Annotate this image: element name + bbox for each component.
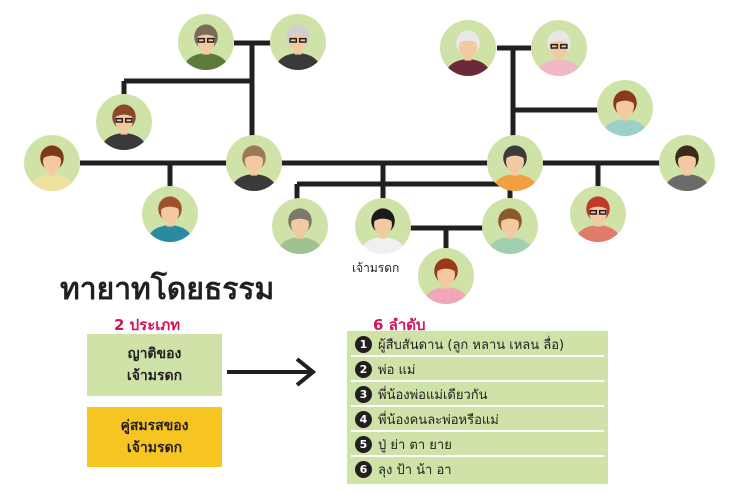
type-box-spouse: คู่สมรสของ เจ้ามรดก xyxy=(87,407,222,467)
orders-title: 6 ลำดับ xyxy=(373,316,426,334)
order-item-3: 3 พี่น้องพ่อแม่เดียวกัน xyxy=(351,383,604,407)
order-number-badge: 2 xyxy=(355,360,372,378)
type-spouse-line2: เจ้ามรดก xyxy=(126,440,183,456)
grandchild-avatar xyxy=(418,248,474,304)
order-number-badge: 6 xyxy=(355,460,372,478)
order-number-badge: 4 xyxy=(355,410,372,428)
order-item-4: 4 พี่น้องคนละพ่อหรือแม่ xyxy=(351,408,604,432)
deceased-label: เจ้ามรดก xyxy=(352,261,400,275)
deceased-heir-avatar xyxy=(355,198,411,254)
heading-legal-heirs: ทายาทโดยธรรม xyxy=(60,272,275,307)
grandmother-paternal-avatar xyxy=(270,14,326,70)
grandfather-maternal-avatar xyxy=(440,20,496,76)
order-text: พ่อ แม่ xyxy=(378,362,416,378)
type-relatives-line2: เจ้ามรดก xyxy=(126,368,183,384)
grandfather-paternal-avatar xyxy=(178,14,234,70)
grandmother-maternal-avatar xyxy=(531,20,587,76)
order-text: พี่น้องคนละพ่อหรือแม่ xyxy=(378,412,499,428)
type-relatives-line1: ญาติของ xyxy=(127,346,182,362)
order-item-5: 5 ปู่ ย่า ตา ยาย xyxy=(351,433,604,457)
mother-avatar xyxy=(487,135,543,191)
type-box-relatives: ญาติของ เจ้ามรดก xyxy=(87,334,222,396)
cousin-avatar xyxy=(142,186,198,242)
order-number-badge: 3 xyxy=(355,385,372,403)
order-text: พี่น้องพ่อแม่เดียวกัน xyxy=(378,387,488,403)
family-avatars xyxy=(24,14,715,304)
order-text: ปู่ ย่า ตา ยาย xyxy=(378,437,452,453)
order-list: 1 ผู้สืบสันดาน (ลูก หลาน เหลน ลื่อ) 2 พ่… xyxy=(347,331,608,484)
order-text: ผู้สืบสันดาน (ลูก หลาน เหลน ลื่อ) xyxy=(378,337,565,353)
order-item-2: 2 พ่อ แม่ xyxy=(351,358,604,382)
sibling-avatar xyxy=(272,198,328,254)
order-number-badge: 5 xyxy=(355,435,372,453)
family-tree-lines xyxy=(80,40,688,250)
spouse-avatar xyxy=(482,198,538,254)
type-spouse-line1: คู่สมรสของ xyxy=(120,418,189,434)
order-item-1: 1 ผู้สืบสันดาน (ลูก หลาน เหลน ลื่อ) xyxy=(351,333,604,357)
order-text: ลุง ป้า น้า อา xyxy=(378,462,452,478)
father-avatar xyxy=(226,135,282,191)
aunt-2-avatar xyxy=(24,135,80,191)
types-title: 2 ประเภท xyxy=(114,316,181,334)
order-number-badge: 1 xyxy=(355,335,372,353)
cousin-2-avatar xyxy=(570,186,626,242)
order-item-6: 6 ลุง ป้า น้า อา xyxy=(351,458,604,480)
aunt-avatar xyxy=(597,80,653,136)
uncle-2-avatar xyxy=(659,135,715,191)
arrow-icon xyxy=(227,357,317,387)
uncle-avatar xyxy=(96,94,152,150)
